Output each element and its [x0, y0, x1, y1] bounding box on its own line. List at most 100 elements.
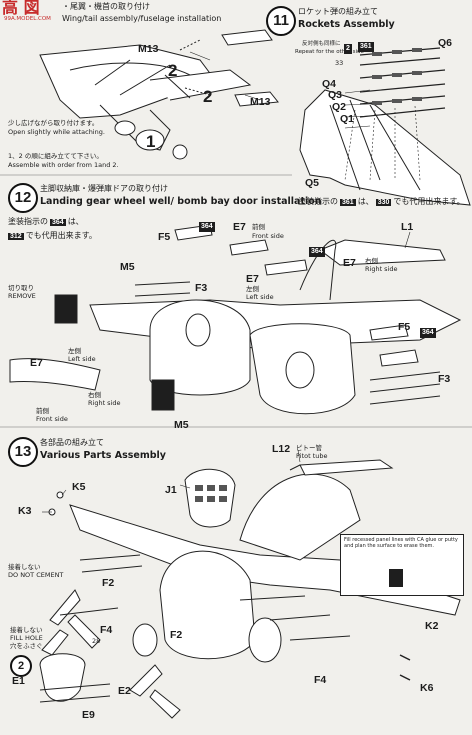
side-label-jp: 左側 — [246, 285, 259, 293]
assemble-note-en: Assemble with order from 1and 2. — [8, 161, 119, 169]
side-label-jp: 前側 — [36, 407, 49, 415]
paint-code-box: 361 — [340, 199, 356, 206]
side-label-en: Front side — [252, 232, 284, 240]
paint-code-box: 364 — [420, 328, 436, 338]
repeat-count-circle: 2 — [10, 655, 32, 677]
paint-code-box: 361 — [358, 42, 374, 52]
repeat-note-en: Repeat for the other side — [295, 49, 364, 55]
part-label: F2 — [102, 577, 115, 589]
part-label: K6 — [420, 682, 434, 694]
part-label: Q2 — [332, 101, 347, 113]
remove-label-en: REMOVE — [8, 292, 36, 300]
part-label: Q1 — [340, 113, 355, 125]
side-label-en: Front side — [36, 415, 68, 423]
part-label: Q5 — [305, 177, 320, 189]
side-label-en: Left side — [68, 355, 96, 363]
step-12-badge: 12 — [8, 183, 38, 213]
repeat-note-jp: 反対側も同様に — [302, 41, 341, 47]
part-label: 28 — [92, 637, 101, 645]
paint-code-box: 364 — [309, 247, 325, 257]
paint-note-text: でも代用出来ます。 — [25, 231, 97, 240]
filler-info-text: Fill recessed panel lines with CA glue o… — [344, 537, 458, 549]
dont-cement-jp: 接着しない — [10, 626, 43, 634]
part-label: 33 — [335, 59, 344, 67]
part-label: F4 — [100, 624, 113, 636]
part-label: F5 — [398, 321, 411, 333]
watermark-text: 高 図 — [2, 0, 40, 17]
paint-code-box: 330 — [375, 199, 392, 206]
part-label: Q4 — [322, 78, 337, 90]
part-label: F2 — [170, 629, 183, 641]
fill-hole-jp: 穴をふさぐ — [10, 642, 43, 650]
part-label: F4 — [314, 674, 327, 686]
part-label: E2 — [118, 685, 131, 697]
step-number: 2 — [168, 61, 178, 80]
part-label: K3 — [18, 505, 32, 517]
sec12-heading-jp: 主脚収納庫・爆弾庫ドアの取り付け — [40, 184, 168, 193]
part-label: L1 — [401, 221, 414, 233]
side-label-en: Right side — [88, 399, 121, 407]
pitot-label-en: Pitot tube — [296, 452, 328, 460]
step-11-badge: 11 — [266, 6, 296, 36]
pitot-label-jp: ピトー管 — [296, 444, 322, 452]
repeat-count-box: 2 — [344, 44, 352, 54]
rockets-drawing — [299, 47, 471, 206]
top-heading-jp: ・尾翼・機首の取り付け — [62, 2, 150, 11]
paint-note-text: 塗装指示の — [298, 197, 338, 206]
part-label: E7 — [233, 221, 246, 233]
sec11-heading-en: Rockets Assembly — [298, 19, 395, 30]
side-label-en: Right side — [365, 265, 398, 273]
part-label: K5 — [72, 481, 86, 493]
watermark-sub: 99A.MODEL.COM — [4, 16, 51, 22]
filler-info-box: Fill recessed panel lines with CA glue o… — [340, 534, 464, 596]
part-label: F3 — [195, 282, 208, 294]
part-label: M13 — [250, 96, 271, 108]
part-label: E7 — [246, 273, 259, 285]
paint-note-text: でも代用出来ます。 — [393, 197, 465, 206]
part-label: F5 — [158, 231, 171, 243]
part-label: E7 — [343, 257, 356, 269]
paint-note-text: は、 — [67, 217, 84, 226]
part-label: M5 — [174, 419, 189, 431]
note-en: Open slightly while attaching. — [8, 128, 105, 136]
side-label-jp: 前側 — [252, 223, 265, 231]
part-label: L12 — [272, 443, 291, 455]
paint-code-box: 364 — [199, 222, 215, 232]
side-label-en: Left side — [246, 293, 274, 301]
assemble-note-jp: 1、2 の順に組み立てて下さい。 — [8, 152, 103, 160]
fill-hole-en: FILL HOLE — [10, 634, 43, 642]
side-label-jp: 左側 — [68, 347, 81, 355]
sec13-heading-en: Various Parts Assembly — [40, 450, 166, 461]
top-heading-en: Wing/tail assembly/fuselage installation — [62, 14, 222, 23]
part-label: M13 — [138, 43, 159, 55]
watermark-logo: 高 図 99A.MODEL.COM — [0, 0, 86, 24]
part-label: E9 — [82, 709, 95, 721]
paint-code-box: 364 — [50, 219, 66, 226]
step-number: 2 — [203, 87, 213, 106]
sec13-heading-jp: 各部品の組み立て — [40, 438, 104, 447]
filler-icon — [389, 569, 403, 587]
part-label: Q3 — [328, 89, 343, 101]
sec11-heading-jp: ロケット弾の組み立て — [298, 7, 378, 16]
paint-code-box: 312 — [8, 233, 24, 240]
dont-cement-jp: 接着しない — [8, 563, 41, 571]
part-label: K2 — [425, 620, 439, 632]
section12-plane-drawing — [9, 224, 462, 415]
side-label-jp: 右側 — [365, 257, 378, 265]
paint-note-text: は、 — [357, 197, 374, 206]
sec12-heading-en: Landing gear wheel well/ bomb bay door i… — [40, 196, 322, 207]
side-label-jp: 右側 — [88, 391, 101, 399]
paint-note-text: 塗装指示の — [8, 217, 48, 226]
remove-label-jp: 切り取り — [8, 284, 34, 292]
step-13-badge: 13 — [8, 437, 38, 467]
dont-cement-en: DO NOT CEMENT — [8, 571, 64, 579]
part-label: F3 — [438, 373, 451, 385]
step-number: 1 — [146, 132, 156, 151]
part-label: M5 — [120, 261, 135, 273]
part-label: E1 — [12, 675, 25, 687]
